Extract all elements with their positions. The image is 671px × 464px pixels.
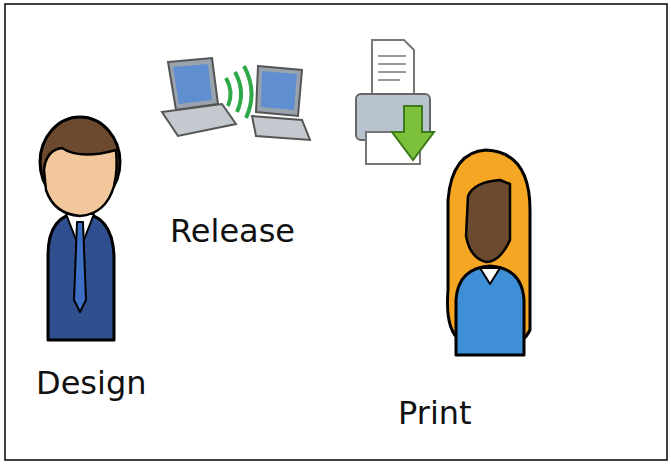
- laptops-icon: [162, 58, 310, 140]
- operator-figure: [448, 150, 531, 355]
- caption-label: Design: [36, 366, 146, 401]
- caption-label: Print: [398, 396, 472, 431]
- printer-icon: [356, 40, 434, 164]
- frame: [5, 4, 667, 460]
- caption-label: Release: [170, 214, 295, 249]
- designer-figure: [40, 117, 120, 340]
